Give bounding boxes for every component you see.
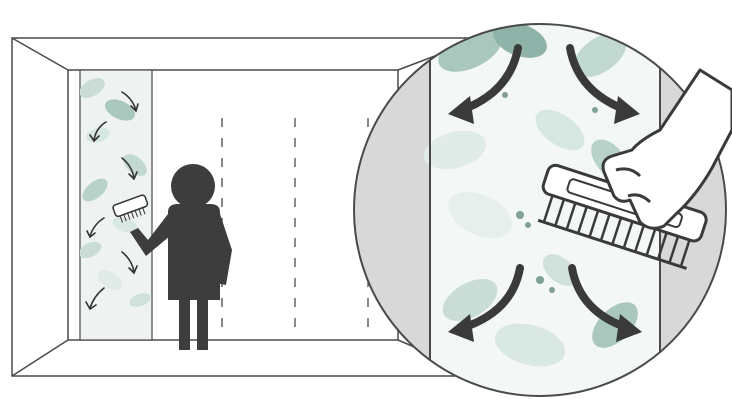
arrow-bottom-right-icon [568,264,642,342]
small-brush-icon [112,194,149,223]
strip-guide-lines [221,118,369,330]
arrow-top-left-icon [448,44,522,124]
strip-arrow-icons [85,91,139,311]
arrow-bottom-left-icon [448,264,524,342]
smoothing-arrow-icons [448,44,642,342]
arrow-top-right-icon [566,44,640,124]
person-icon [130,164,232,350]
hand-icon [601,68,732,230]
